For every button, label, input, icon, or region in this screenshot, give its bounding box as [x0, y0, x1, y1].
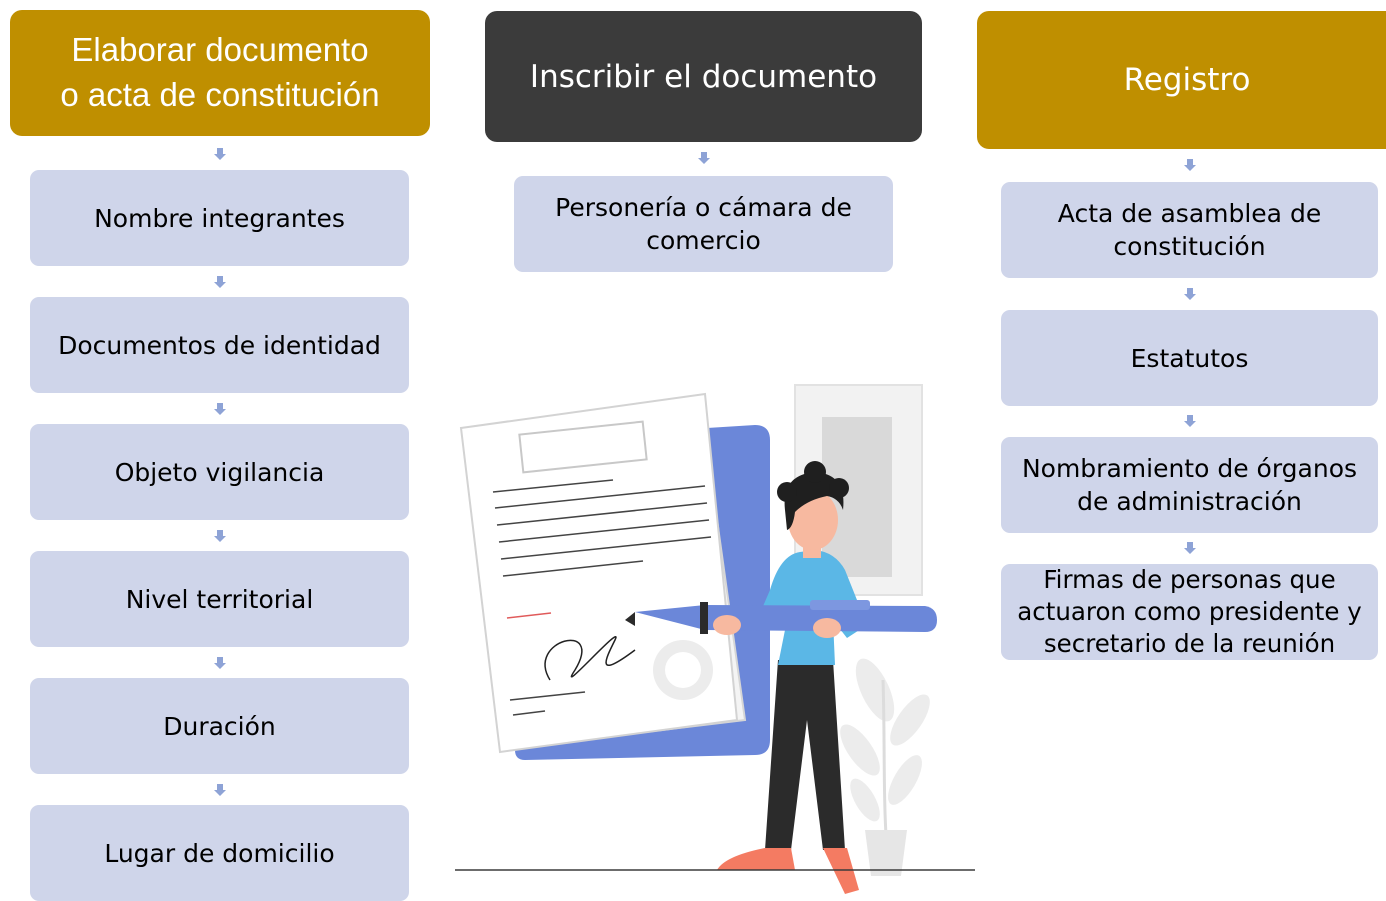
- box-label: Documentos de identidad: [58, 330, 381, 360]
- box-nombramiento-organos: Nombramiento de órganos de administració…: [1001, 437, 1378, 533]
- down-arrow-icon: [214, 403, 226, 415]
- box-label: Duración: [163, 711, 276, 741]
- down-arrow-icon: [214, 276, 226, 288]
- down-arrow-icon: [1184, 159, 1196, 171]
- box-label: Estatutos: [1130, 343, 1249, 373]
- box-label: Lugar de domicilio: [104, 838, 335, 868]
- box-label-line-2: de administración: [1077, 487, 1302, 516]
- box-label-line-3: secretario de la reunión: [1043, 628, 1336, 658]
- down-arrow-icon: [698, 152, 710, 164]
- header-inscribir-label: Inscribir el documento: [529, 58, 878, 95]
- header-elaborar-documento: Elaborar documento o acta de constitució…: [10, 10, 430, 136]
- header-inscribir-documento: Inscribir el documento: [485, 11, 922, 142]
- box-label-line-1: Acta de asamblea de: [1057, 199, 1322, 228]
- box-label-line-1: Firmas de personas que: [1043, 565, 1336, 595]
- down-arrow-icon: [1184, 415, 1196, 427]
- down-arrow-icon: [214, 530, 226, 542]
- box-firmas-personas: Firmas de personas que actuaron como pre…: [1001, 564, 1378, 660]
- box-label-line-1: Personería o cámara de: [555, 193, 852, 222]
- box-objeto-vigilancia: Objeto vigilancia: [30, 424, 409, 520]
- down-arrow-icon: [1184, 288, 1196, 300]
- header-elaborar-line-2: o acta de constitución: [60, 76, 380, 113]
- down-arrow-icon: [214, 657, 226, 669]
- header-elaborar-line-1: Elaborar documento: [71, 31, 369, 69]
- box-label: Objeto vigilancia: [114, 457, 325, 487]
- down-arrow-icon: [1184, 542, 1196, 554]
- box-label-line-2: comercio: [646, 226, 761, 255]
- box-acta-asamblea: Acta de asamblea de constitución: [1001, 182, 1378, 278]
- box-label-line-2: actuaron como presidente y: [1017, 597, 1362, 627]
- box-label-line-2: constitución: [1113, 232, 1266, 261]
- down-arrow-icon: [214, 148, 226, 160]
- signing-document-illustration: [455, 380, 975, 901]
- box-personeria-camara: Personería o cámara de comercio: [514, 176, 893, 272]
- box-lugar-domicilio: Lugar de domicilio: [30, 805, 409, 901]
- box-duracion: Duración: [30, 678, 409, 774]
- box-label: Nombre integrantes: [94, 203, 345, 233]
- down-arrow-icon: [214, 784, 226, 796]
- box-estatutos: Estatutos: [1001, 310, 1378, 406]
- box-label: Nivel territorial: [125, 584, 314, 614]
- box-label-line-1: Nombramiento de órganos: [1021, 454, 1358, 483]
- box-documentos-identidad: Documentos de identidad: [30, 297, 409, 393]
- box-nivel-territorial: Nivel territorial: [30, 551, 409, 647]
- box-nombre-integrantes: Nombre integrantes: [30, 170, 409, 266]
- header-registro: Registro: [977, 11, 1386, 149]
- header-registro-label: Registro: [1123, 62, 1251, 98]
